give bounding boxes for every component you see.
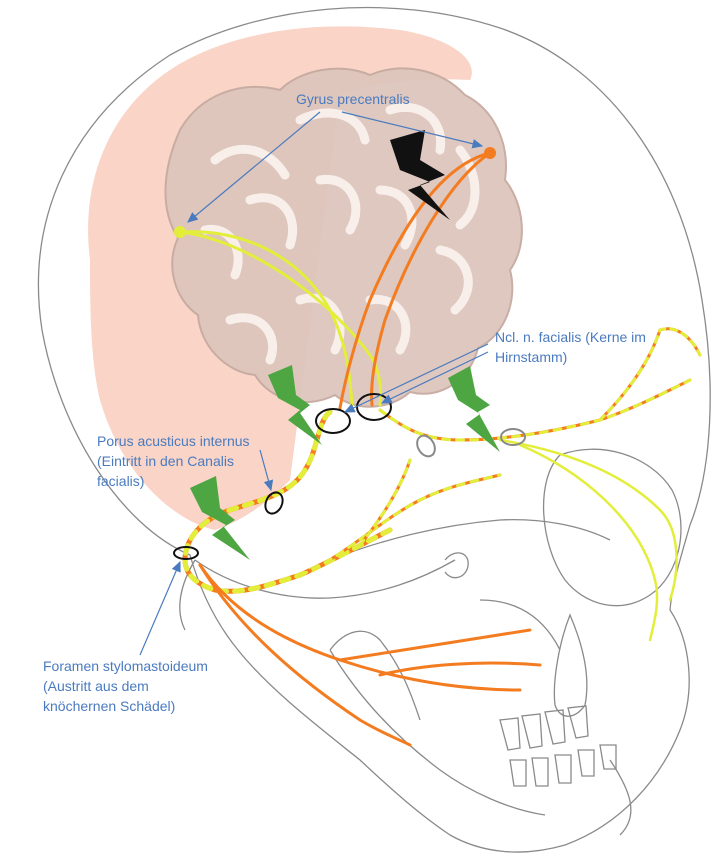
porus-marker (264, 491, 284, 515)
label-ncl-facialis: Ncl. n. facialis (Kerne im Hirnstamm) (495, 327, 646, 367)
central-pathway-yellow-2 (178, 230, 383, 407)
ramus (329, 630, 421, 721)
nucleus-right (356, 393, 392, 421)
branch-forehead-yellow (598, 327, 702, 422)
gyrus-point-orange (484, 147, 496, 159)
mastoid (179, 559, 196, 631)
label-porus-acusticus: Porus acusticus internus (Eintritt in de… (97, 431, 250, 491)
label-porus-line-2: (Eintritt in den Canalis (97, 453, 234, 469)
branch-lower-orange-4 (378, 661, 542, 677)
gyrus-point-yellow (174, 226, 186, 238)
arrow-foramen (139, 560, 181, 656)
label-porus-line-1: Porus acusticus internus (97, 433, 250, 449)
branch-orbit-yellow (498, 438, 678, 602)
teeth (499, 705, 617, 787)
arrow-ncl-2 (380, 351, 489, 404)
central-pathway-orange-2 (370, 151, 492, 407)
branch-lower-orange-2 (198, 563, 412, 747)
label-ncl-line-2: Hirnstamm) (495, 349, 568, 365)
label-foramen-line-2: (Austritt aus dem (43, 678, 149, 694)
label-foramen-stylomastoideum: Foramen stylomastoideum (Austritt aus de… (43, 656, 208, 716)
pathways (178, 151, 702, 747)
branch-mid-mixed-yellow (298, 473, 502, 577)
nasal-cavity (553, 613, 588, 717)
arrow-ncl-1 (343, 343, 489, 413)
skull-base-line (194, 559, 456, 599)
label-foramen-line-3: knöchernen Schädel) (43, 698, 176, 714)
brain (88, 26, 523, 531)
arrow-gyrus-left (187, 111, 321, 223)
eye-socket (543, 448, 682, 607)
grey-rings (416, 428, 526, 458)
branch-orbit-yellow-2 (518, 443, 659, 642)
lightning-lesion-peripheral-icon (190, 365, 500, 560)
leader-arrows (139, 111, 489, 656)
arrow-gyrus-right (341, 111, 484, 149)
chin-contour (609, 759, 632, 836)
branch-cheek-yellow (358, 458, 412, 547)
central-pathway-orange (338, 151, 492, 410)
label-gyrus-line: Gyrus precentralis (296, 91, 410, 107)
zygomatic-arch (329, 519, 611, 561)
cheekbone (479, 599, 561, 651)
foramen-marker (173, 546, 199, 560)
jaw (329, 649, 546, 816)
label-gyrus-precentralis: Gyrus precentralis (296, 89, 410, 109)
nucleus-left (315, 408, 351, 434)
anatomical-markers (173, 393, 392, 560)
ear-hole (444, 552, 469, 579)
branch-lower-orange-3 (338, 628, 532, 662)
arrow-porus (259, 449, 274, 492)
label-ncl-line-1: Ncl. n. facialis (Kerne im (495, 329, 646, 345)
lightning-lesion-central-icon (390, 130, 450, 220)
label-foramen-line-1: Foramen stylomastoideum (43, 658, 208, 674)
branch-upper-yellow (378, 378, 692, 442)
label-porus-line-3: facialis) (97, 473, 145, 489)
